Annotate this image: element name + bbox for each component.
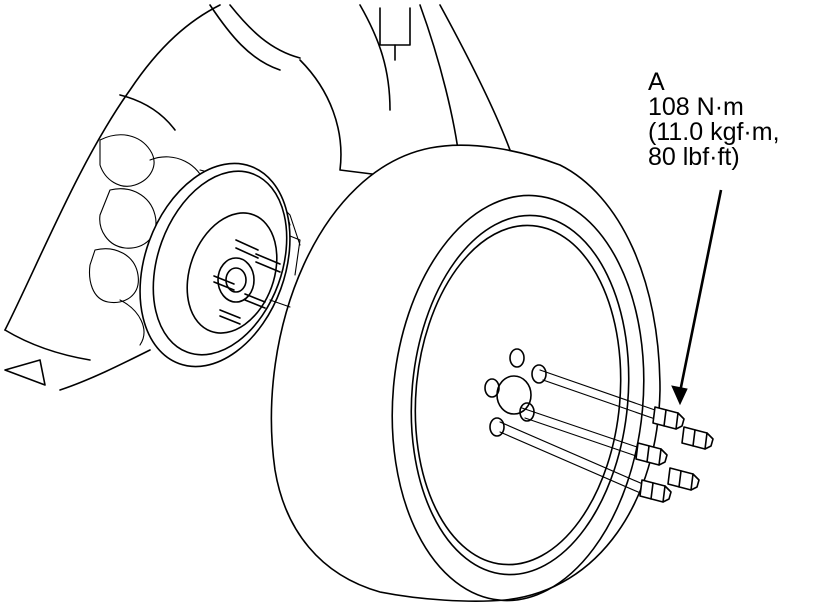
wheel-nut [652,406,685,430]
torque-value-lbf: 80 lbf·ft) [648,143,740,171]
callout-leader-arrow [671,189,723,406]
torque-value-nm: 108 N·m [648,93,744,121]
wheel-assembly [270,144,661,602]
wheel-studs [213,239,281,325]
vehicle-body [4,4,511,391]
wheel-nut [639,479,672,503]
wheel-nut [635,442,668,466]
wheel-nut [681,426,714,450]
torque-callout: A 108 N·m (11.0 kgf·m, 80 lbf·ft) [648,70,780,170]
callout-letter: A [648,68,665,96]
brake-disc-hub [139,162,291,368]
alignment-lines [269,299,659,496]
wheel-nuts [635,406,714,503]
wheel-nut [667,467,700,491]
torque-value-kgf: (11.0 kgf·m, [648,118,780,146]
